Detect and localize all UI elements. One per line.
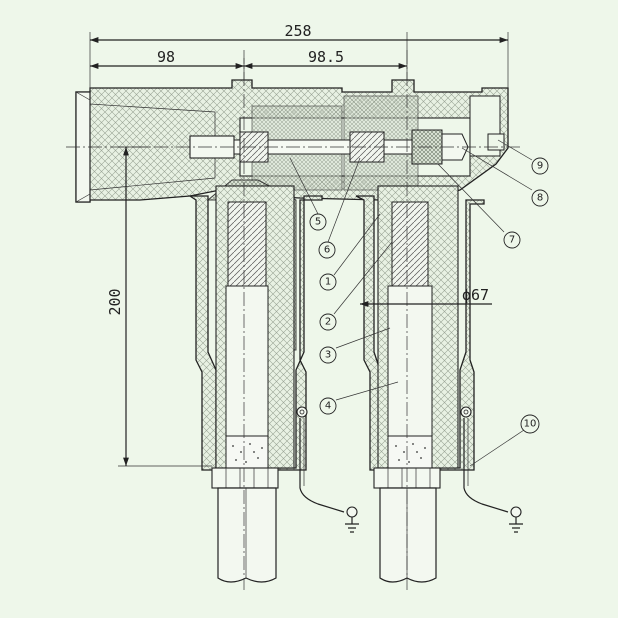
- svg-text:3: 3: [325, 350, 331, 361]
- callout-3: 3: [319, 346, 337, 364]
- right-leg: [355, 185, 485, 583]
- svg-text:4: 4: [325, 401, 331, 412]
- earth-lead-right: [460, 406, 522, 518]
- svg-text:2: 2: [325, 317, 331, 328]
- svg-text:6: 6: [324, 245, 330, 256]
- callout-8: 8: [531, 189, 549, 207]
- svg-text:10: 10: [524, 419, 537, 430]
- dim-diameter: ϕ67: [462, 286, 489, 304]
- svg-text:7: 7: [509, 235, 515, 246]
- callout-5: 5: [309, 213, 327, 231]
- callout-7: 7: [503, 231, 521, 249]
- callout-9: 9: [531, 157, 549, 175]
- callout-6: 6: [318, 241, 336, 259]
- callout-10: 10: [520, 414, 540, 434]
- dim-height: 200: [106, 288, 124, 315]
- leader-lines: [289, 139, 533, 467]
- svg-text:8: 8: [537, 193, 543, 204]
- svg-text:1: 1: [325, 277, 331, 288]
- dim-pitch: 98.5: [308, 48, 344, 66]
- dim-total-width: 258: [284, 22, 311, 40]
- dim-left-offset: 98: [157, 48, 175, 66]
- ground-symbol-icon: [345, 517, 359, 533]
- left-leg: [187, 179, 323, 583]
- svg-text:9: 9: [537, 161, 543, 172]
- callout-2: 2: [319, 313, 337, 331]
- callout-1: 1: [319, 273, 337, 291]
- ground-symbol-icon: [509, 517, 523, 533]
- callout-4: 4: [319, 397, 337, 415]
- dimension-lines: [89, 32, 509, 467]
- svg-text:5: 5: [315, 217, 321, 228]
